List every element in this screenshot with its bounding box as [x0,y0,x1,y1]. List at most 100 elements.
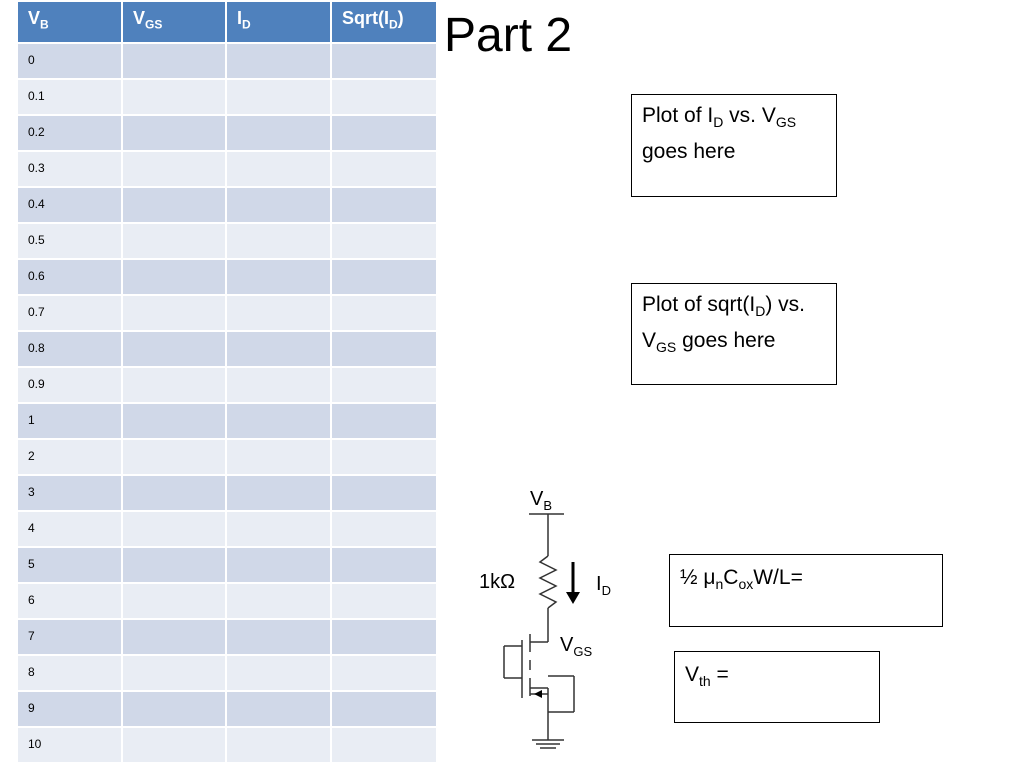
cell-sqrt-id [330,654,438,692]
cell-id [225,42,332,80]
cell-id [225,114,332,152]
table-row: 3 [16,474,438,512]
plot-id-vs-vgs-placeholder: Plot of ID vs. VGS goes here [631,94,837,197]
cell-vgs [121,114,227,152]
cell-vb: 0.1 [16,78,123,116]
vgs-label: VGS [560,634,593,659]
vth-answer-box: Vth = [674,651,880,723]
cell-vb: 2 [16,438,123,476]
cell-vgs [121,726,227,764]
table-row: 0.7 [16,294,438,332]
cell-id [225,726,332,764]
header-vb: VB [16,0,123,44]
header-vgs: VGS [121,0,227,44]
cell-vgs [121,42,227,80]
mosfet-arrow-icon [534,690,542,698]
cell-vb: 3 [16,474,123,512]
cell-id [225,258,332,296]
table-row: 9 [16,690,438,728]
cell-vb: 0.9 [16,366,123,404]
table-row: 5 [16,546,438,584]
cell-vb: 0.7 [16,294,123,332]
cell-vb: 4 [16,510,123,548]
table-row: 0 [16,42,438,80]
cell-id [225,294,332,332]
table-row: 2 [16,438,438,476]
table-row: 0.4 [16,186,438,224]
cell-sqrt-id [330,546,438,584]
cell-vb: 0.2 [16,114,123,152]
cell-vgs [121,618,227,656]
table-row: 6 [16,582,438,620]
cell-sqrt-id [330,690,438,728]
cell-vgs [121,330,227,368]
cell-vb: 7 [16,618,123,656]
cell-vgs [121,438,227,476]
table-row: 0.5 [16,222,438,260]
cell-id [225,582,332,620]
table-row: 0.3 [16,150,438,188]
cell-sqrt-id [330,726,438,764]
vb-label: VB [530,488,553,513]
table-row: 0.6 [16,258,438,296]
cell-vb: 0.5 [16,222,123,260]
id-label: ID [596,573,611,598]
cell-vgs [121,222,227,260]
cell-id [225,618,332,656]
cell-vb: 1 [16,402,123,440]
cell-vgs [121,654,227,692]
cell-sqrt-id [330,222,438,260]
cell-sqrt-id [330,150,438,188]
table-row: 0.9 [16,366,438,404]
table-row: 1 [16,402,438,440]
table-header-row: VB VGS ID Sqrt(ID) [16,0,438,44]
table-row: 0.1 [16,78,438,116]
header-sqrt-id: Sqrt(ID) [330,0,438,44]
cell-vgs [121,150,227,188]
cell-sqrt-id [330,186,438,224]
cell-id [225,474,332,512]
cell-vgs [121,366,227,404]
table-row: 7 [16,618,438,656]
cell-vb: 0.8 [16,330,123,368]
table-row: 8 [16,654,438,692]
cell-sqrt-id [330,582,438,620]
cell-sqrt-id [330,618,438,656]
cell-vgs [121,690,227,728]
cell-vgs [121,546,227,584]
cell-sqrt-id [330,366,438,404]
cell-id [225,150,332,188]
resistor-label: 1kΩ [479,571,516,593]
cell-id [225,78,332,116]
cell-sqrt-id [330,330,438,368]
cell-vb: 6 [16,582,123,620]
table-row: 0.8 [16,330,438,368]
cell-vgs [121,186,227,224]
cell-vgs [121,402,227,440]
cell-vgs [121,294,227,332]
header-id: ID [225,0,332,44]
cell-sqrt-id [330,474,438,512]
cell-id [225,654,332,692]
cell-id [225,546,332,584]
cell-id [225,186,332,224]
table-row: 10 [16,726,438,764]
cell-vb: 0.4 [16,186,123,224]
page-title: Part 2 [444,9,573,62]
cell-vb: 0 [16,42,123,80]
cell-vgs [121,258,227,296]
cell-sqrt-id [330,402,438,440]
cell-vgs [121,510,227,548]
cell-vgs [121,582,227,620]
current-arrow-icon [566,592,580,604]
cell-sqrt-id [330,438,438,476]
cell-sqrt-id [330,258,438,296]
cell-vb: 10 [16,726,123,764]
mosfet-circuit-diagram [503,513,580,749]
resistor-symbol [538,555,558,609]
cell-sqrt-id [330,78,438,116]
cell-vb: 9 [16,690,123,728]
cell-vgs [121,474,227,512]
table-row: 4 [16,510,438,548]
